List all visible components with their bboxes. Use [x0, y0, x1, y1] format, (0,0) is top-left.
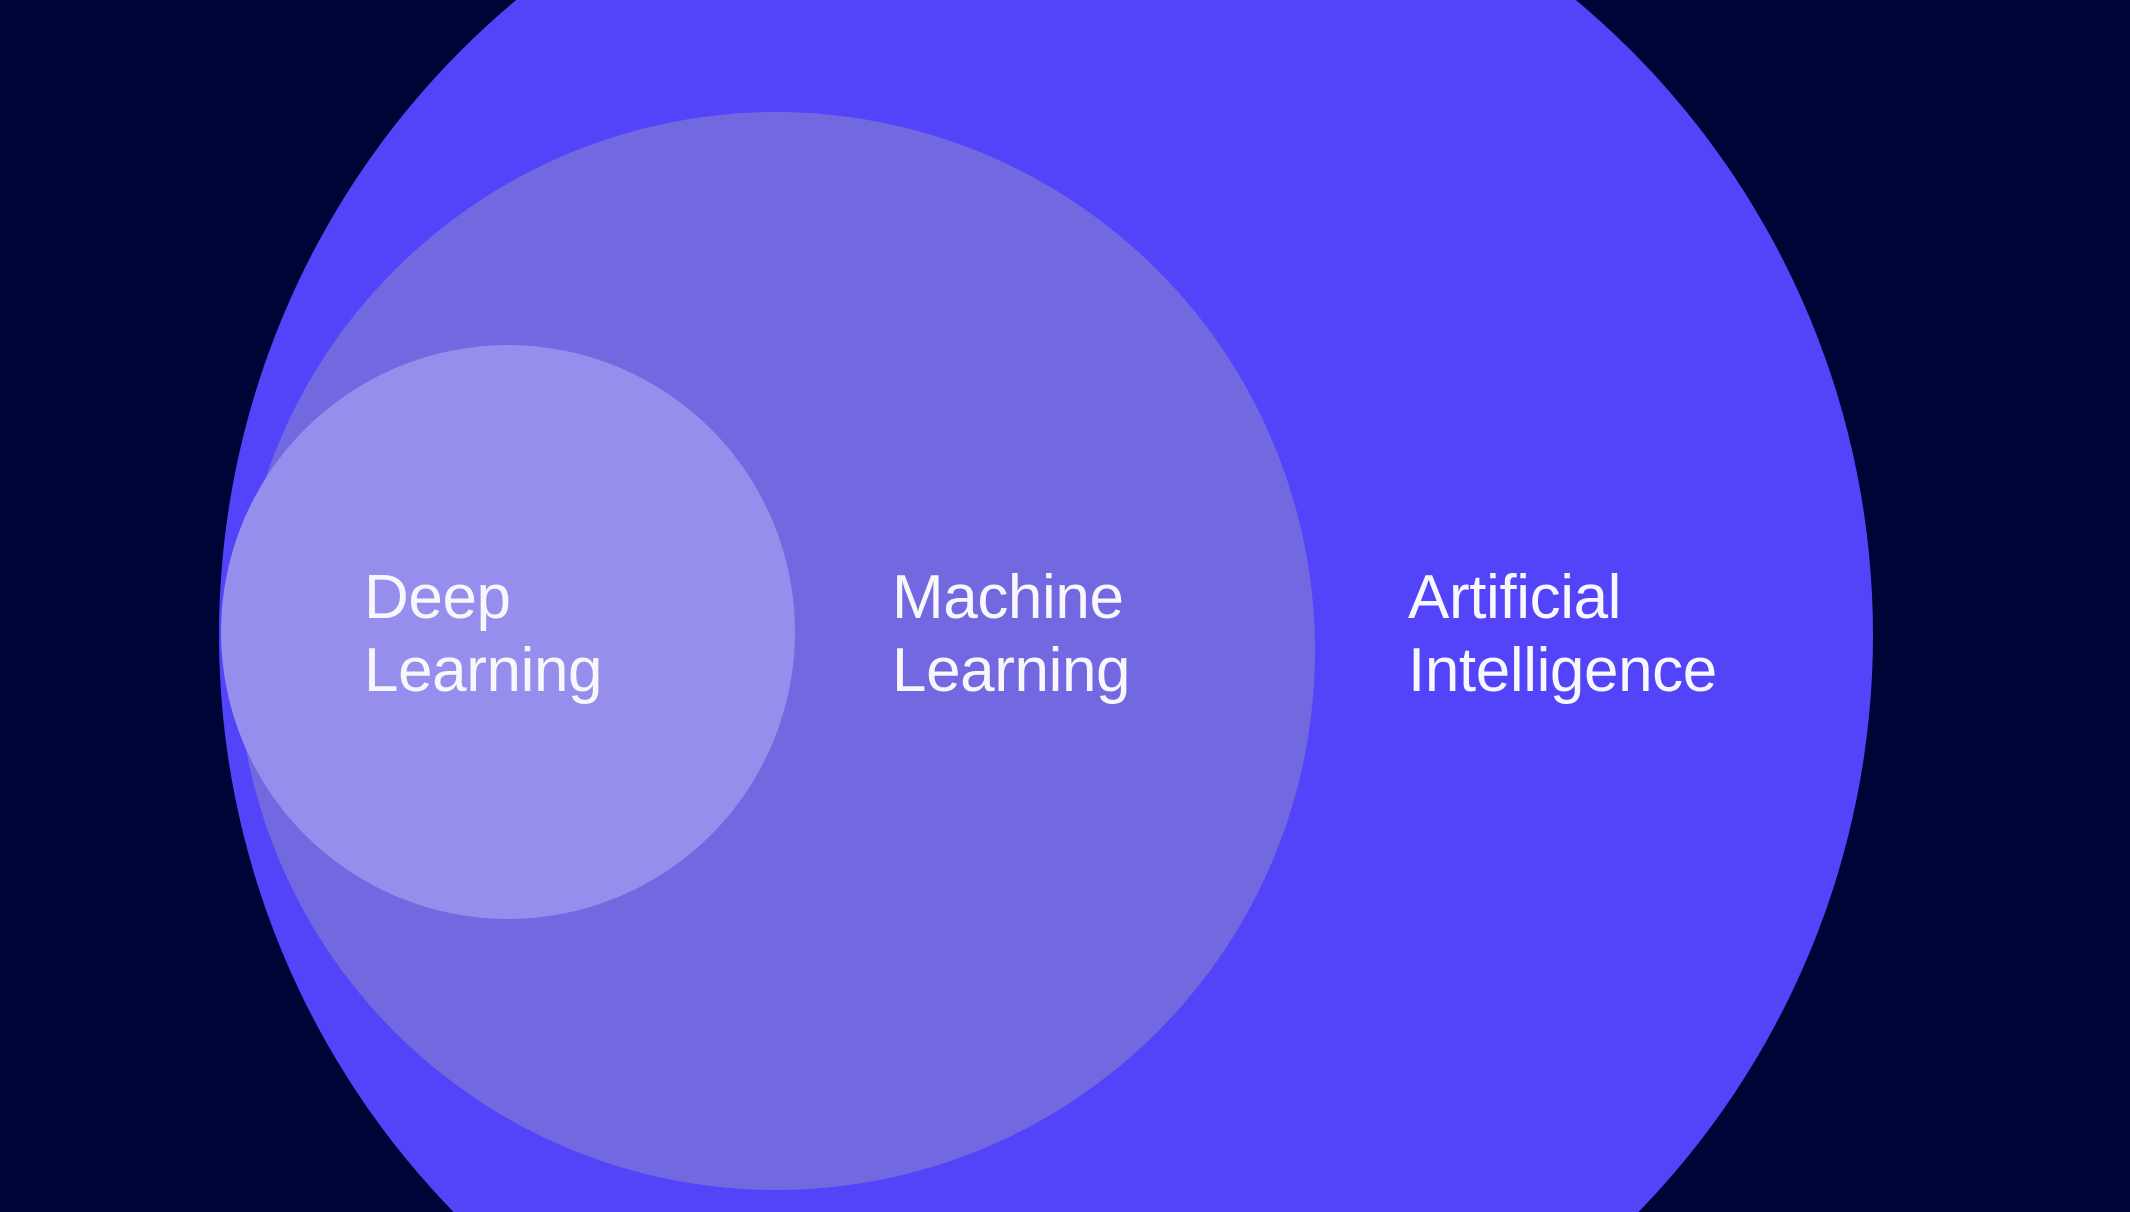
label-machine-learning: Machine Learning	[892, 563, 1131, 705]
label-deep-learning: Deep Learning	[364, 563, 603, 705]
circle-deep-learning[interactable]	[221, 345, 795, 919]
label-artificial-intelligence: Artificial Intelligence	[1408, 563, 1717, 705]
